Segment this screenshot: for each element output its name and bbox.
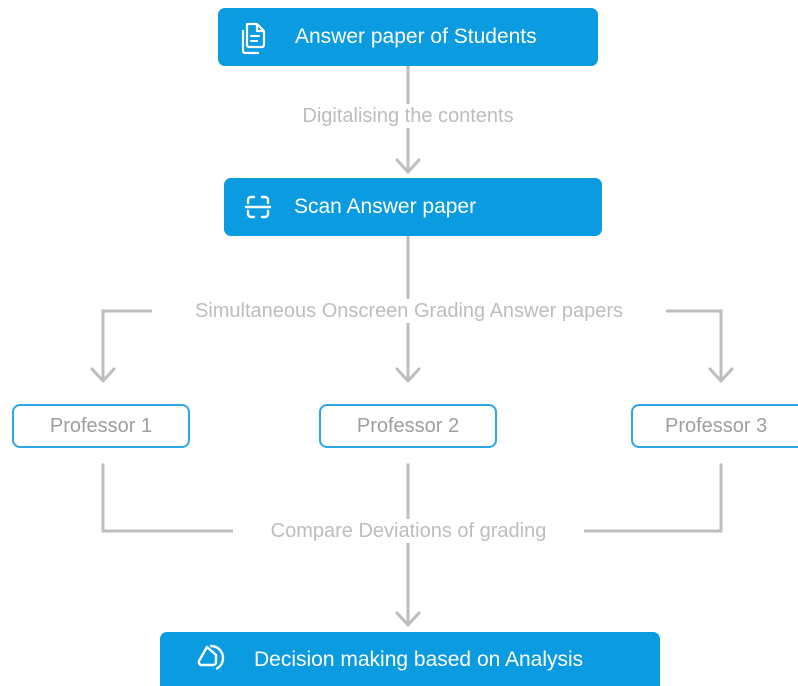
- scan-answer-paper-node[interactable]: Scan Answer paper: [224, 178, 602, 236]
- arrowhead-professor-2: [395, 367, 421, 383]
- professor-3-node[interactable]: Professor 3: [631, 404, 798, 448]
- digitalising-label: Digitalising the contents: [276, 104, 540, 128]
- answer-paper-label: Answer paper of Students: [295, 25, 537, 48]
- arrowhead-professor-1: [90, 367, 116, 383]
- decision-making-label: Decision making based on Analysis: [254, 648, 584, 671]
- document-icon: [235, 20, 271, 56]
- scan-answer-paper-label: Scan Answer paper: [294, 195, 477, 218]
- simultaneous-grading-label: Simultaneous Onscreen Grading Answer pap…: [152, 299, 666, 323]
- pie-chart-icon: [194, 642, 228, 674]
- scan-icon: [242, 191, 274, 223]
- decision-making-node[interactable]: Decision making based on Analysis: [160, 632, 660, 686]
- arrowhead-decision: [395, 611, 421, 627]
- arrowhead-professor-3: [708, 367, 734, 383]
- professor-2-node[interactable]: Professor 2: [319, 404, 497, 448]
- answer-paper-node[interactable]: Answer paper of Students: [218, 8, 598, 66]
- arrowhead-scan: [395, 158, 421, 174]
- compare-deviations-label: Compare Deviations of grading: [233, 519, 584, 543]
- professor-1-node[interactable]: Professor 1: [12, 404, 190, 448]
